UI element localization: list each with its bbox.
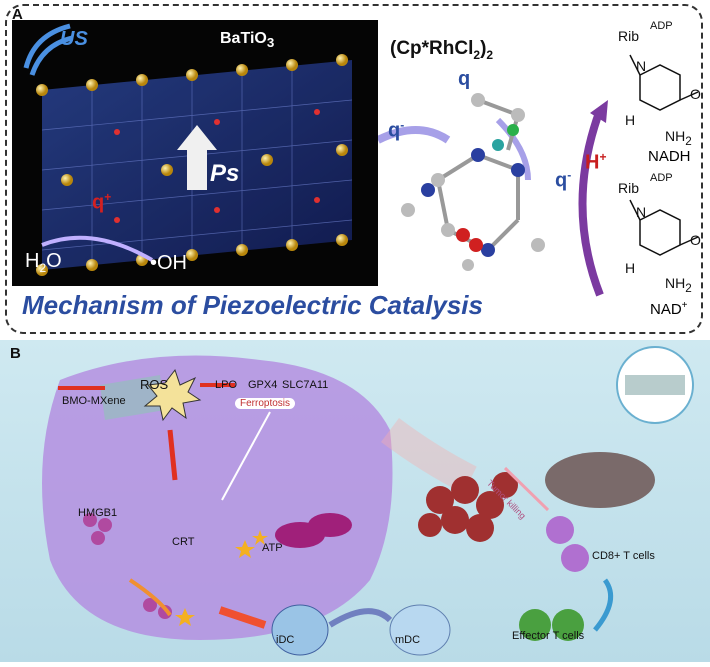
polarization-label: Ps: [210, 160, 240, 187]
material-label: BaTiO3: [220, 30, 275, 51]
crt-label: CRT: [172, 536, 195, 548]
nad-name: NAD+: [650, 300, 688, 318]
nad-adp: ADP: [650, 172, 673, 184]
nadh-structure: [629, 54, 699, 111]
nad-n: N: [636, 204, 647, 220]
reaction-arrow-icon: [41, 235, 154, 262]
slc7a11-label: SLC7A11: [282, 379, 329, 391]
polarization-arrow-icon: [177, 125, 217, 190]
panel-b-illustration: [42, 346, 694, 656]
mdc-label: mDC: [395, 634, 421, 646]
charge-label-3: q-: [555, 168, 572, 192]
nadh-name: NADH: [648, 148, 691, 165]
panel-a-title: Mechanism of Piezoelectric Catalysis: [22, 290, 483, 320]
hydroxyl-radical-label: •OH: [150, 252, 188, 274]
mouse: [545, 452, 655, 508]
nad-h: H: [625, 260, 636, 276]
nad-o: O: [690, 232, 701, 248]
nadh-h: H: [625, 112, 636, 128]
effector-t-cells-label: Effector T cells: [512, 630, 585, 642]
proton-label: H+: [585, 150, 607, 174]
positive-charge-label: q+: [92, 190, 112, 214]
ultrasound-label: US: [60, 28, 88, 50]
panel-a-label: A: [12, 6, 23, 23]
idc-label: iDC: [276, 634, 295, 646]
effector-t-cell: [519, 609, 551, 641]
reduction-arrow-icon: [578, 100, 608, 297]
nadh-ribose: Rib: [618, 28, 640, 44]
panel-b: [0, 340, 710, 662]
nadh-n: N: [636, 58, 647, 74]
nadh-nh2: NH2: [665, 128, 692, 148]
atp-label: ATP: [262, 542, 283, 554]
cd8-t-cells-label: CD8+ T cells: [592, 550, 655, 562]
ros-burst-icon: [143, 368, 202, 422]
crystal-lattice: [23, 23, 353, 276]
catalyst-label: (Cp*RhCl2)2: [390, 38, 494, 62]
ros-label: ROS: [140, 377, 169, 392]
panel-b-label: B: [10, 345, 21, 362]
gpx4-label: GPX4: [248, 379, 278, 391]
nad-structure: [629, 199, 699, 256]
idc-cell: [271, 604, 329, 656]
batio3-crystal-illustration: [12, 20, 378, 286]
lpo-label: LPO: [215, 379, 238, 391]
ferroptosis-label: Ferroptosis: [235, 398, 296, 409]
cd8-t-cell: [546, 516, 574, 544]
nad-nh2: NH2: [665, 275, 692, 295]
nad-ribose: Rib: [618, 180, 640, 196]
charge-label-1: q-: [388, 118, 405, 142]
catalyst-molecule-illustration: [378, 93, 545, 271]
hmgb1-label: HMGB1: [78, 507, 118, 519]
mdc-cell: [389, 604, 451, 656]
nadh-o: O: [690, 86, 701, 102]
panel-a: [5, 4, 703, 334]
charge-label-2: q: [458, 68, 471, 90]
bmo-mxene-label: BMO-MXene: [62, 395, 126, 407]
tumor-cell: [42, 355, 393, 640]
nadh-adp: ADP: [650, 20, 673, 32]
water-label: H2O: [25, 250, 62, 275]
